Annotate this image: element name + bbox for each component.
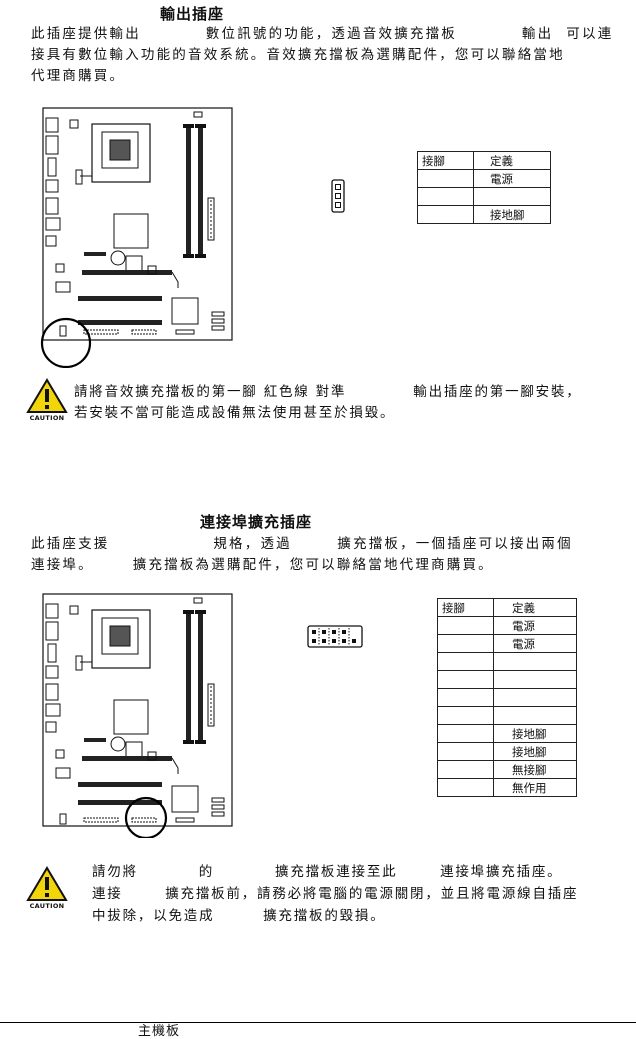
pin-cell (437, 778, 494, 797)
definition-cell: 接地腳 (493, 742, 577, 761)
pin-cell (437, 742, 494, 761)
caution-label: CAUTION (29, 902, 65, 910)
definition-cell: 接地腳 (473, 205, 551, 224)
section2-pin-table: 接腳 定義 電源 電源 接地腳 接地腳 無接腳 無作用 (437, 598, 577, 797)
definition-cell (493, 652, 577, 671)
table-row (437, 652, 577, 671)
pin-cell (417, 169, 474, 188)
pin-cell (437, 706, 494, 725)
footer-divider (0, 1022, 636, 1023)
definition-cell: 電源 (493, 634, 577, 653)
spdif-connector-icon (331, 179, 345, 213)
section1-title: 輸出插座 (160, 5, 225, 23)
table-row: 電源 (437, 634, 577, 653)
section1-caution-line2: 若安裝不當可能造成設備無法使用甚至於損毀。 (74, 405, 396, 421)
table-row: 接地腳 (437, 742, 577, 761)
table-row (437, 670, 577, 689)
definition-cell (473, 187, 551, 206)
footer-text: 主機板 (138, 1024, 181, 1039)
pin-cell (437, 688, 494, 707)
table-row: 接地腳 (417, 205, 551, 224)
pin-header: 接腳 (437, 598, 494, 617)
pin-cell (437, 760, 494, 779)
section2-title: 連接埠擴充插座 (200, 513, 313, 531)
section1-paragraph-line3: 代理商購買。 (31, 68, 126, 84)
table-header-row: 接腳 定義 (417, 151, 551, 170)
definition-header: 定義 (473, 151, 551, 170)
table-row (417, 187, 551, 206)
definition-cell: 無作用 (493, 778, 577, 797)
definition-cell: 接地腳 (493, 724, 577, 743)
section1-paragraph-line2: 接具有數位輸入功能的音效系統。音效擴充擋板為選購配件，您可以聯絡當地 (31, 47, 565, 63)
definition-cell (493, 706, 577, 725)
pin-cell (417, 187, 474, 206)
table-row: 接地腳 (437, 724, 577, 743)
table-row: 電源 (417, 169, 551, 188)
caution-icon: CAUTION (25, 866, 69, 912)
definition-header: 定義 (493, 598, 577, 617)
table-row (437, 706, 577, 725)
section1-paragraph-line1: 此插座提供輸出 數位訊號的功能，透過音效擴充擋板 輸出 可以連 (31, 26, 614, 42)
section2-caution-line3: 中拔除，以免造成 擴充擋板的毀損。 (92, 908, 386, 924)
pin-cell (437, 652, 494, 671)
pin-cell (437, 616, 494, 635)
pin-cell (437, 670, 494, 689)
table-row: 電源 (437, 616, 577, 635)
definition-cell: 無接腳 (493, 760, 577, 779)
pin-cell (437, 724, 494, 743)
table-row: 無接腳 (437, 760, 577, 779)
definition-cell: 電源 (473, 169, 551, 188)
table-header-row: 接腳 定義 (437, 598, 577, 617)
table-row: 無作用 (437, 778, 577, 797)
section2-caution-line2: 連接 擴充擋板前，請務必將電腦的電源關閉，並且將電源線自插座 (92, 886, 579, 902)
pin-header: 接腳 (417, 151, 474, 170)
section2-caution-line1: 請勿將 的 擴充擋板連接至此 連接埠擴充插座。 (92, 864, 563, 880)
section1-caution-line1: 請將音效擴充擋板的第一腳 紅色線 對準 輸出插座的第一腳安裝， (74, 384, 582, 400)
pin-cell (417, 205, 474, 224)
section2-paragraph-line2: 連接埠。 擴充擋板為選購配件，您可以聯絡當地代理商購買。 (31, 557, 494, 573)
table-row (437, 688, 577, 707)
usb-header-connector-icon (307, 625, 363, 648)
caution-icon: CAUTION (25, 378, 69, 424)
motherboard-diagram-1 (40, 107, 233, 368)
definition-cell: 電源 (493, 616, 577, 635)
definition-cell (493, 670, 577, 689)
motherboard-diagram-2 (42, 593, 233, 838)
section1-pin-table: 接腳 定義 電源 接地腳 (417, 151, 551, 224)
section2-paragraph-line1: 此插座支援 規格，透過 擴充擋板，一個插座可以接出兩個 (31, 536, 573, 552)
caution-label: CAUTION (29, 414, 65, 422)
pin-cell (437, 634, 494, 653)
definition-cell (493, 688, 577, 707)
